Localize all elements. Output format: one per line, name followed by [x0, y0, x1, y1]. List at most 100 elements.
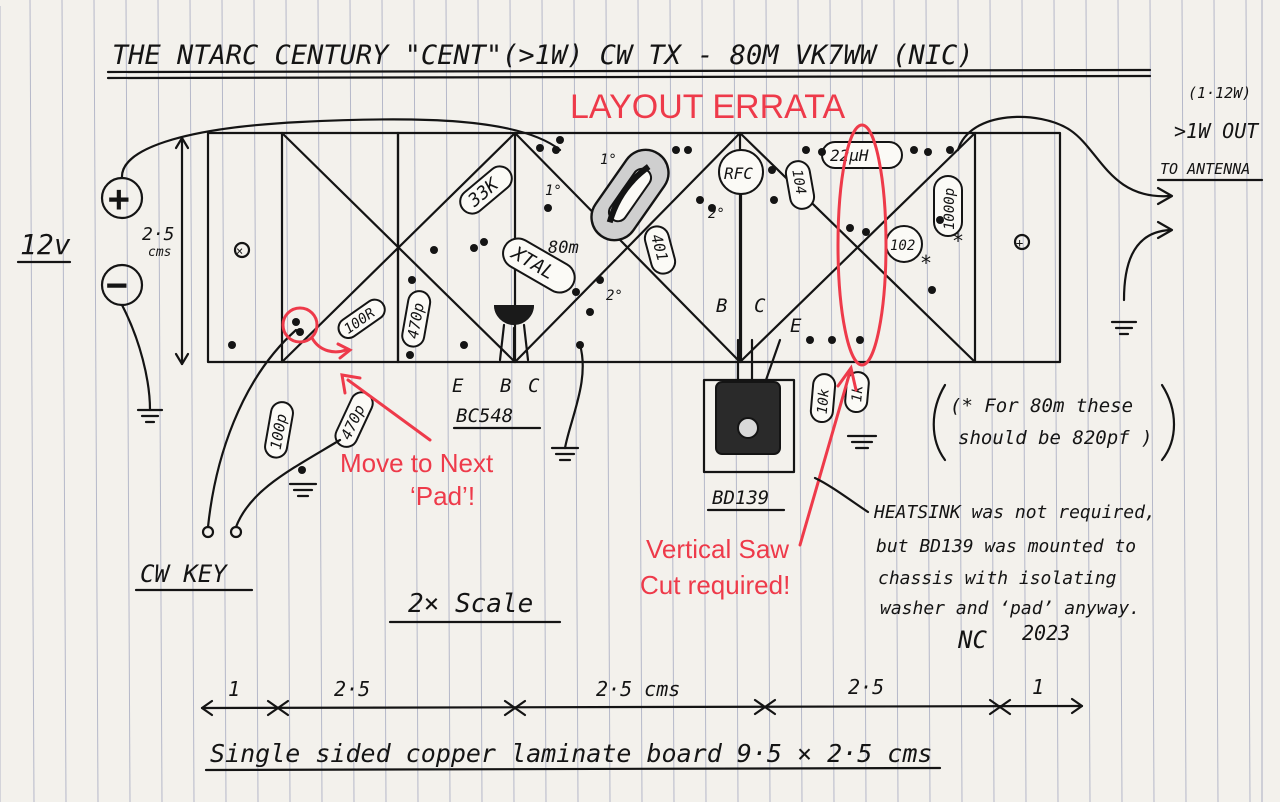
board-width-dimension: 1 2·5 2·5 cms 2·5 1 — [200, 675, 1084, 717]
paper-rule-line — [189, 0, 195, 802]
bd139-label: BD139 — [712, 487, 769, 509]
capacitor-100p — [264, 401, 294, 459]
solder-pad — [768, 166, 776, 174]
crystal-band-label: 80m — [548, 238, 579, 258]
bd139-heatsink-outline — [702, 378, 796, 474]
svg-text:10k: 10k — [815, 388, 833, 415]
board-outline — [206, 131, 1062, 364]
bc548-pin-e: E — [452, 375, 464, 397]
paper-rule-line — [253, 0, 259, 802]
solder-pad — [470, 244, 478, 252]
solder-pad — [572, 288, 580, 296]
errata-saw-text-2: Cut required! — [640, 570, 790, 600]
board-height-value: 2·5 — [142, 224, 175, 245]
svg-text:100p: 100p — [267, 412, 291, 451]
output-destination: TO ANTENNA — [1160, 160, 1250, 178]
solder-pad — [480, 238, 488, 246]
solder-pad — [672, 146, 680, 154]
dim-segment-4: 2·5 — [848, 675, 884, 699]
paper-rule-line — [1181, 0, 1187, 802]
antenna-output: (1·12W) >1W OUT TO ANTENNA — [956, 84, 1264, 336]
errata-circle-pad — [281, 306, 319, 344]
svg-text:×: × — [236, 244, 243, 258]
paper-rule-line — [285, 0, 291, 802]
board-caption: Single sided copper laminate board 9·5 ×… — [210, 739, 932, 768]
capacitor-470p-top — [401, 290, 432, 348]
paper-rule-line — [1245, 0, 1251, 802]
note-year: 2023 — [1022, 621, 1070, 645]
solder-pad — [806, 336, 814, 344]
solder-pad — [770, 196, 778, 204]
title-underline-1 — [106, 68, 1152, 74]
solder-pad — [828, 336, 836, 344]
scale-label: 2× Scale — [408, 589, 533, 619]
dim-segment-2: 2·5 — [334, 677, 370, 701]
solder-pad — [846, 224, 854, 232]
errata-ellipse-cut — [836, 123, 888, 367]
paper-rule-line — [1085, 0, 1091, 802]
bd139-pin-e: E — [790, 315, 802, 337]
cw-key-input: CW KEY — [134, 328, 342, 592]
solder-pad — [684, 146, 692, 154]
solder-pad — [406, 351, 414, 359]
solder-pad — [910, 146, 918, 154]
solder-pad — [802, 146, 810, 154]
capacitor-value-note: (* For 80m these should be 820pf ) — [932, 383, 1176, 462]
key-terminal-2 — [229, 525, 243, 539]
paper-rule-line — [29, 0, 35, 802]
errata-saw-cut: Vertical Saw Cut required! — [640, 123, 888, 600]
paper-rule-line — [1213, 0, 1219, 802]
solder-pad — [576, 341, 584, 349]
paper-rule-line — [157, 0, 163, 802]
crystal-80m — [502, 237, 576, 294]
primary-marker-top: 1° — [600, 152, 617, 168]
asterisk-marker-1: * — [952, 229, 964, 253]
capacitor-401 — [643, 225, 677, 275]
heatsink-note: HEATSINK was not required, but BD139 was… — [813, 476, 1156, 654]
solder-pad — [586, 308, 594, 316]
paper-rule-line — [221, 0, 227, 802]
board-height-dimension: 2·5 cms — [142, 136, 190, 366]
svg-text:1k: 1k — [849, 384, 866, 403]
resistor-10k — [809, 373, 837, 424]
solder-pad — [292, 318, 300, 326]
paper-rule-line — [93, 0, 99, 802]
heatsink-note-line-3: chassis with isolating — [878, 568, 1117, 589]
voltage-label: 12v — [20, 228, 71, 261]
board-height-unit: cms — [148, 245, 171, 260]
mount-hole-right — [1013, 233, 1031, 251]
solder-pad — [928, 286, 936, 294]
errata-move-text-2: ‘Pad’! — [410, 481, 475, 511]
svg-text:22µH: 22µH — [830, 146, 869, 165]
cap-note-line-1: (* For 80m these — [950, 395, 1133, 417]
solder-pad — [408, 276, 416, 284]
paper-rule-line — [509, 0, 515, 802]
paper-rule-line — [1149, 0, 1155, 802]
key-terminal-1 — [201, 525, 215, 539]
errata-saw-text-1: Vertical Saw — [646, 534, 789, 564]
bc548-label: BC548 — [456, 405, 513, 427]
solder-pad — [460, 341, 468, 349]
ground-symbol-supply — [136, 408, 164, 424]
mount-hole-left — [233, 241, 251, 259]
title-underline-2 — [106, 74, 1152, 80]
solder-pad — [862, 228, 870, 236]
svg-text:470p: 470p — [404, 301, 428, 340]
dim-segment-3: 2·5 cms — [596, 677, 680, 701]
svg-text:104: 104 — [788, 168, 808, 196]
solder-pad — [596, 276, 604, 284]
resistor-1k — [844, 371, 870, 414]
solder-pad — [544, 204, 552, 212]
paper-rule-line — [125, 0, 131, 802]
svg-text:1000p: 1000p — [942, 188, 958, 230]
resistor-33k — [459, 165, 513, 215]
heatsink-note-line-1: HEATSINK was not required, — [873, 502, 1156, 523]
solder-pad — [228, 341, 236, 349]
bd139-pin-c: C — [754, 295, 766, 317]
paper-rule-line — [893, 0, 899, 802]
paper-rule-line — [61, 0, 67, 802]
svg-text:RFC: RFC — [724, 164, 753, 183]
svg-text:+: + — [1016, 236, 1023, 250]
solder-pad — [856, 336, 864, 344]
signature: NC — [957, 626, 987, 654]
